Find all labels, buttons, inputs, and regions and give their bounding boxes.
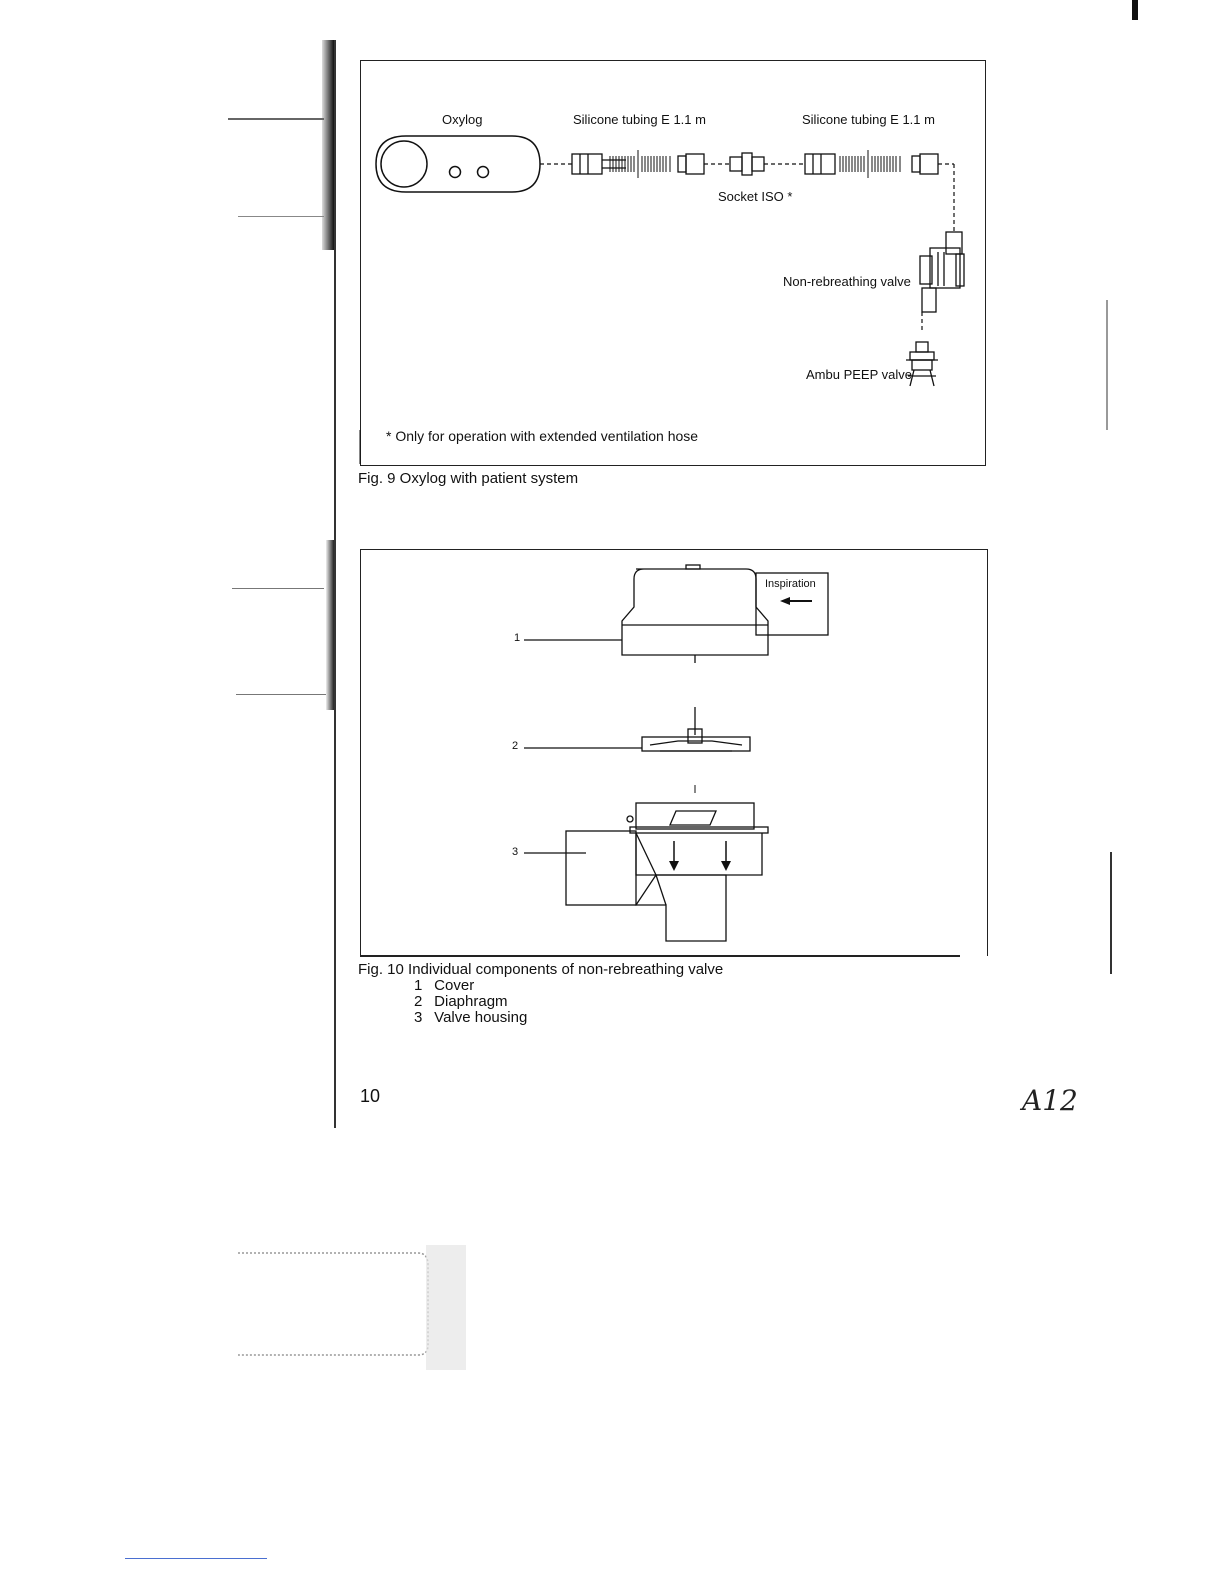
scan-mark-3 [232, 588, 324, 589]
binding-shadow-2 [326, 540, 334, 710]
legend-item-cover: 1 Cover [414, 978, 474, 994]
inspiration-label: Inspiration [765, 578, 816, 590]
legend-item-diaphragm: 2 Diaphragm [414, 994, 508, 1010]
diaphragm-drawing [641, 707, 751, 752]
oxylog-device-drawing [375, 135, 541, 193]
right-edge-mark-2 [1106, 300, 1108, 430]
bottom-link-rule [125, 1558, 267, 1559]
figure9-caption: Fig. 9 Oxylog with patient system [358, 470, 579, 487]
scan-mark-2 [238, 216, 324, 217]
figure9-frame [360, 60, 986, 466]
left-margin-rule [334, 40, 336, 1128]
legend-label: Diaphragm [434, 993, 508, 1010]
tubing-right-label: Silicone tubing E 1.1 m [802, 112, 935, 127]
oxylog-label: Oxylog [442, 112, 483, 127]
scan-mark-4 [236, 694, 326, 695]
handwritten-mark: A12 [1022, 1084, 1078, 1117]
valve-housing-drawing [565, 802, 769, 942]
valve-label: Non-rebreathing valve [783, 274, 911, 289]
peep-valve-drawing [906, 341, 938, 387]
figure10-bottom-rule [360, 955, 960, 957]
socket-label: Socket ISO * [718, 189, 793, 204]
figure9-footnote: * Only for operation with extended venti… [386, 428, 699, 444]
cover-drawing [621, 564, 829, 663]
figure9-diagram [359, 135, 965, 464]
figure10-diagram [524, 564, 829, 942]
non-rebreathing-valve-drawing [919, 231, 965, 313]
legend-label: Valve housing [434, 1009, 528, 1026]
legend-num: 2 [414, 993, 423, 1010]
legend-item-valve-housing: 3 Valve housing [414, 1010, 527, 1026]
binding-shadow [322, 40, 334, 250]
page-number: 10 [360, 1086, 381, 1106]
legend-num: 1 [414, 977, 423, 994]
part-number-1: 1 [514, 632, 521, 644]
scan-mark-1 [228, 118, 324, 120]
right-edge-mark-3 [1110, 852, 1112, 974]
figure10-frame [360, 549, 988, 956]
part-number-3: 3 [512, 846, 519, 858]
legend-label: Cover [434, 977, 475, 994]
scanned-ghost-frame [238, 1245, 466, 1370]
left-tubing-drawing [571, 153, 705, 175]
peep-label: Ambu PEEP valve [806, 367, 912, 382]
tubing-left-label: Silicone tubing E 1.1 m [573, 112, 706, 127]
figure10-caption: Fig. 10 Individual components of non-reb… [358, 961, 724, 978]
part-number-2: 2 [512, 740, 519, 752]
legend-num: 3 [414, 1009, 423, 1026]
right-tubing-drawing [804, 153, 939, 175]
socket-drawing [729, 152, 765, 176]
right-edge-mark-1 [1132, 0, 1138, 20]
